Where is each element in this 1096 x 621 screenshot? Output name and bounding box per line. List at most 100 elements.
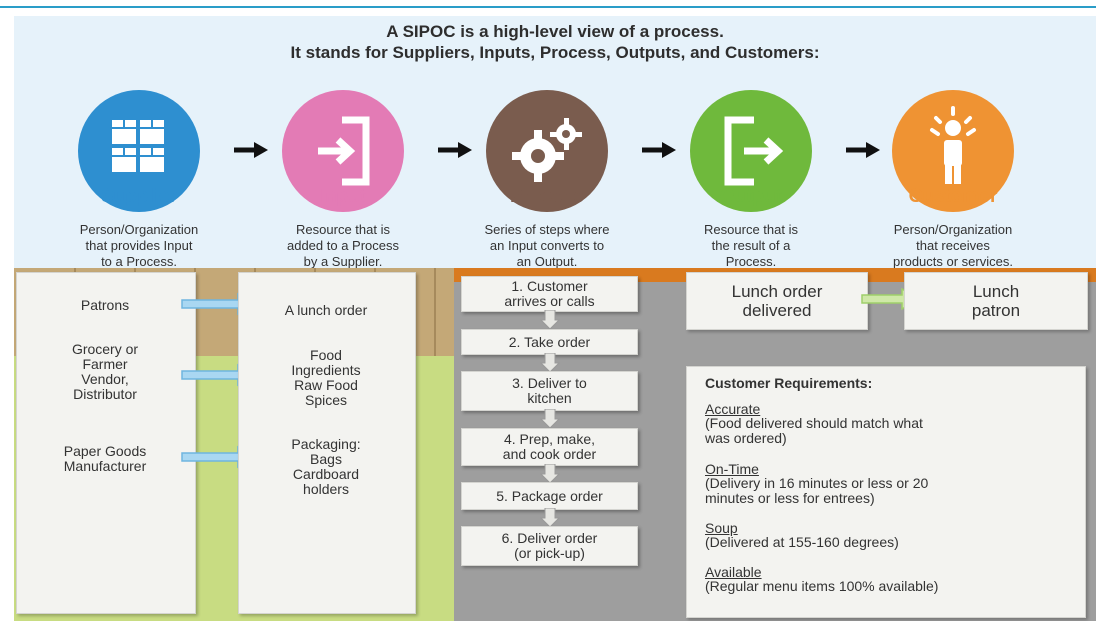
step-line: (or pick-up) <box>514 545 585 561</box>
enter-icon <box>282 90 404 212</box>
input-line: Food <box>310 347 342 363</box>
boxes-icon <box>78 90 200 212</box>
desc-line: products or services. <box>893 254 1013 269</box>
input-line: Cardboard <box>292 466 360 482</box>
supplier-line: Distributor <box>73 386 137 402</box>
title-line-1: A SIPOC is a high-level view of a proces… <box>386 22 724 41</box>
desc-line: Person/Organization <box>79 222 199 237</box>
req-desc-ontime: (Delivery in 16 minutes or less or 20 mi… <box>705 476 1075 506</box>
suppliers-box <box>16 272 196 614</box>
process-step-2: 2. Take order <box>461 329 638 355</box>
req-title-ontime: On-Time <box>705 461 759 477</box>
supplier-grocery: Grocery or Farmer Vendor, Distributor <box>16 342 194 402</box>
req-line: (Regular menu items 100% available) <box>705 578 939 594</box>
stage-desc-customer: Person/Organization that receives produc… <box>857 222 1049 270</box>
desc-line: to a Process. <box>101 254 177 269</box>
req-line: (Delivery in 16 minutes or less or 20 <box>705 475 929 491</box>
inputs-box <box>238 272 416 614</box>
req-desc-available: (Regular menu items 100% available) <box>705 579 1075 594</box>
req-title-available: Available <box>705 564 762 580</box>
stage-desc-process: Series of steps where an Input converts … <box>451 222 643 270</box>
req-desc-soup: (Delivered at 155-160 degrees) <box>705 535 1075 550</box>
input-line: Bags <box>310 451 342 467</box>
supplier-line: Manufacturer <box>63 458 147 474</box>
down-arrow-icon <box>540 409 560 429</box>
person-icon <box>892 90 1014 212</box>
supplier-line: Paper Goods <box>63 443 147 459</box>
desc-line: that receives <box>916 238 990 253</box>
desc-line: the result of a <box>711 238 791 253</box>
desc-line: that provides Input <box>85 238 193 253</box>
customer-line: patron <box>971 301 1021 320</box>
input-line: Ingredients <box>291 362 361 378</box>
desc-line: an Output. <box>516 254 578 269</box>
stage-name-customer: Customer <box>908 186 998 207</box>
desc-line: by a Supplier. <box>303 254 383 269</box>
req-line: (Food delivered should match what <box>705 415 923 431</box>
process-step-5: 5. Package order <box>461 482 638 510</box>
arrow-icon <box>438 142 472 158</box>
customer-requirements-box: Customer Requirements: Accurate (Food de… <box>686 366 1086 618</box>
down-arrow-icon <box>540 508 560 528</box>
stage-name-supplier: Supplier <box>100 186 177 207</box>
supplier-patrons: Patrons <box>80 297 130 313</box>
req-title-accurate: Accurate <box>705 401 761 417</box>
stage-desc-output: Resource that is the result of a Process… <box>655 222 847 270</box>
supplier-line: Farmer <box>82 356 128 372</box>
step-line: 1. Customer <box>511 278 588 294</box>
stage-name-input: Input <box>319 186 367 207</box>
requirements-heading: Customer Requirements: <box>705 375 873 391</box>
supplier-line: Grocery or <box>71 341 139 357</box>
top-rule <box>0 0 1096 8</box>
desc-line: added to a Process <box>286 238 400 253</box>
step-line: 4. Prep, make, <box>503 431 596 447</box>
desc-line: Process. <box>725 254 777 269</box>
arrow-icon <box>846 142 880 158</box>
arrow-icon <box>234 142 268 158</box>
req-line: was ordered) <box>705 430 787 446</box>
output-line: delivered <box>742 301 812 320</box>
desc-line: Person/Organization <box>893 222 1013 237</box>
stage-desc-input: Resource that is added to a Process by a… <box>247 222 439 270</box>
supplier-paper-goods: Paper Goods Manufacturer <box>16 444 194 474</box>
input-food: Food Ingredients Raw Food Spices <box>238 348 414 408</box>
down-arrow-icon <box>540 464 560 484</box>
input-packaging: Packaging: Bags Cardboard holders <box>238 437 414 497</box>
step-line: 3. Deliver to <box>512 375 587 391</box>
step-line: 6. Deliver order <box>501 530 598 546</box>
desc-line: Resource that is <box>704 222 798 237</box>
exit-icon <box>690 90 812 212</box>
req-desc-accurate: (Food delivered should match what was or… <box>705 416 1075 446</box>
req-line: (Delivered at 155-160 degrees) <box>705 534 899 550</box>
step-line: arrives or calls <box>504 293 595 309</box>
input-line: Packaging: <box>291 436 361 452</box>
desc-line: Series of steps where <box>484 222 610 237</box>
process-step-4: 4. Prep, make,and cook order <box>461 428 638 466</box>
stage-name-output: Output <box>719 186 783 207</box>
step-line: and cook order <box>502 446 597 462</box>
input-line: Spices <box>304 392 348 408</box>
supplier-line: Vendor, <box>81 371 129 387</box>
desc-line: an Input converts to <box>489 238 605 253</box>
input-line: holders <box>303 481 349 497</box>
process-step-6: 6. Deliver order(or pick-up) <box>461 526 638 566</box>
input-lunch-order: A lunch order <box>284 302 368 318</box>
example-panel: Patrons Grocery or Farmer Vendor, Distri… <box>14 268 1096 621</box>
step-line: kitchen <box>527 390 572 406</box>
down-arrow-icon <box>540 353 560 373</box>
stage-desc-supplier: Person/Organization that provides Input … <box>43 222 235 270</box>
req-title-soup: Soup <box>705 520 738 536</box>
output-line: Lunch order <box>731 282 823 301</box>
down-arrow-icon <box>540 310 560 330</box>
stage-name-process: Process <box>510 186 584 207</box>
header-panel: A SIPOC is a high-level view of a proces… <box>14 16 1096 270</box>
customer-line: Lunch <box>972 282 1020 301</box>
gears-icon <box>486 90 608 212</box>
arrow-icon <box>642 142 676 158</box>
req-line: minutes or less for entrees) <box>705 490 875 506</box>
